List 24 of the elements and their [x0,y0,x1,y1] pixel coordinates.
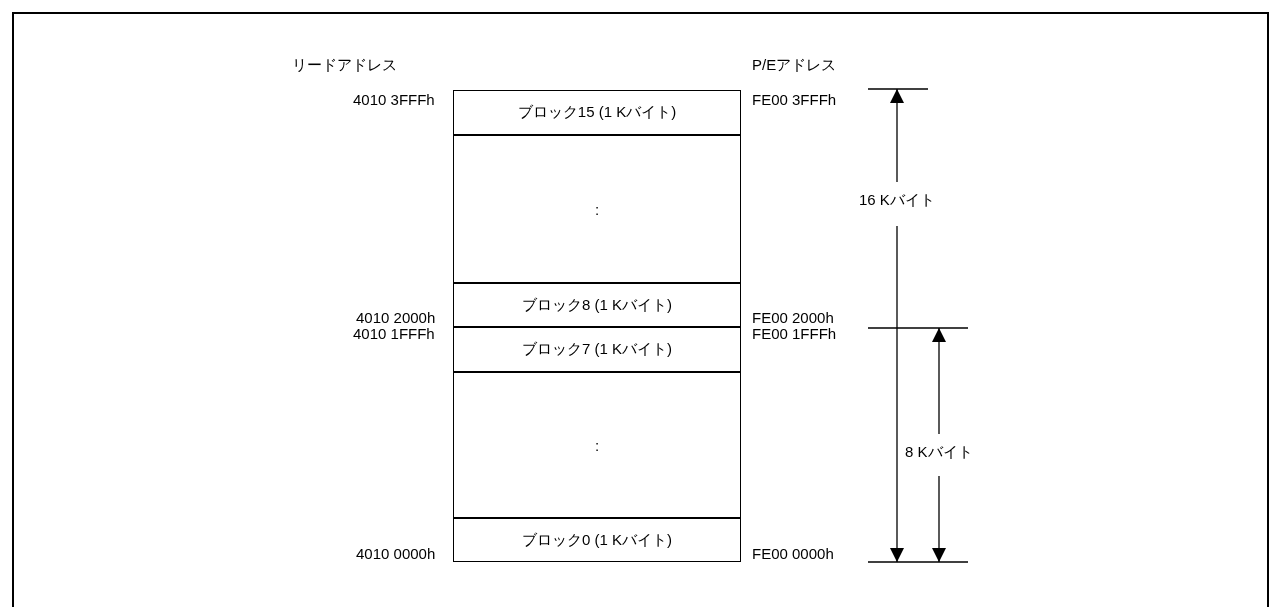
address-label: FE00 1FFFh [752,325,837,343]
address-label: FE00 0000h [752,545,834,563]
memory-block [453,518,741,562]
address-label: 4010 0000h [356,545,436,563]
memory-block [453,372,741,518]
memory-block [453,327,741,372]
memory-block [453,283,741,327]
block-label: : [594,200,600,218]
dimension-label: 16 Kバイト [859,191,935,209]
column-header: リードアドレス [292,56,397,74]
block-label: ブロック7 (1 Kバイト) [522,340,672,359]
block-label: : [594,436,600,454]
block-label: ブロック15 (1 Kバイト) [517,103,677,122]
address-label: FE00 2000h [752,309,834,327]
memory-block [453,90,741,135]
memory-block [453,135,741,283]
block-label: ブロック0 (1 Kバイト) [522,530,672,550]
address-label: 4010 1FFFh [353,325,435,343]
block-label: ブロック8 (1 Kバイト) [522,295,672,315]
address-label: FE00 3FFFh [752,91,837,109]
address-label: 4010 3FFFh [353,91,435,109]
address-label: 4010 2000h [356,309,436,327]
dimension-label: 8 Kバイト [905,443,973,461]
column-header: P/Eアドレス [752,56,837,74]
